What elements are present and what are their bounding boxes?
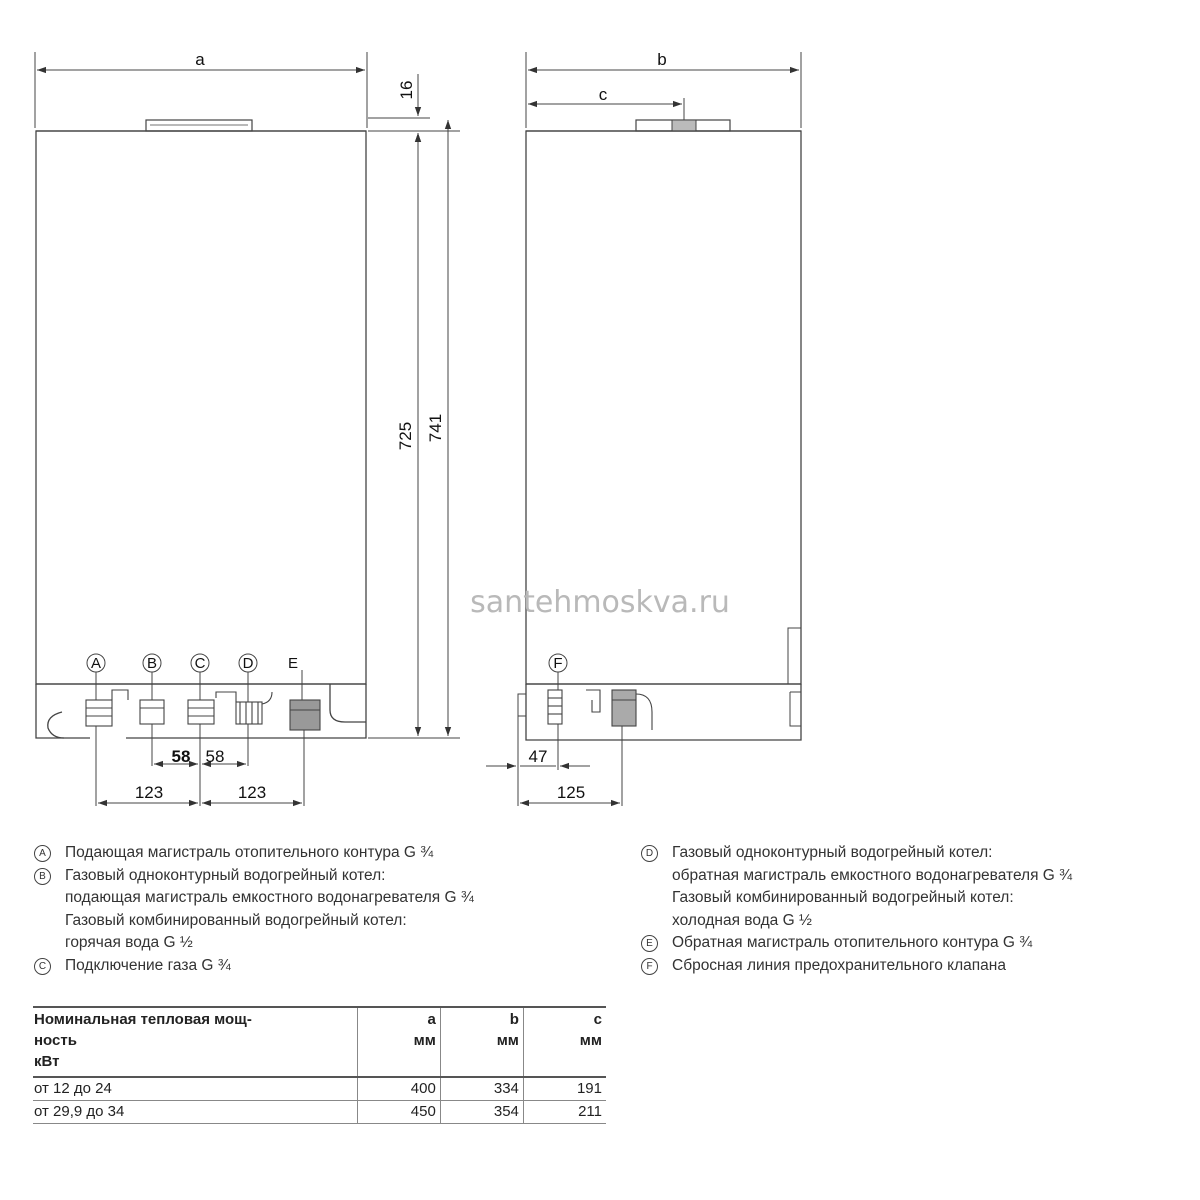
cell-a: 400	[356, 1077, 441, 1101]
header-power-line: ность	[34, 1032, 77, 1049]
legend-text: Подающая магистраль отопительного контур…	[65, 844, 434, 861]
header-power-line: Номинальная тепловая мощ-	[34, 1011, 252, 1028]
legend-text: Газовый комбинированный водогрейный коте…	[672, 889, 1014, 906]
port-label-e: E	[288, 655, 298, 672]
port-label-c: C	[195, 655, 206, 672]
header-a: a мм	[356, 1006, 441, 1078]
cell-power: от 12 до 24	[33, 1077, 358, 1101]
header-b: b мм	[439, 1006, 524, 1078]
header-c: c мм	[522, 1006, 606, 1078]
dim-123-left-label: 123	[135, 783, 163, 802]
legend-item-a: A Подающая магистраль отопительного конт…	[34, 842, 474, 865]
cell-a: 450	[356, 1100, 441, 1124]
legend-text: горячая вода G ½	[65, 934, 193, 951]
header-a-unit: мм	[413, 1032, 436, 1049]
dim-58-right-label: 58	[206, 747, 225, 766]
cell-b: 334	[439, 1077, 524, 1101]
dim-c-label: c	[599, 85, 608, 104]
legend-item-f: F Сбросная линия предохранительного клап…	[641, 955, 1072, 978]
legend-badge-e: E	[641, 935, 658, 952]
legend-badge-c: C	[34, 957, 51, 975]
cell-c: 191	[522, 1077, 606, 1101]
side-connections	[547, 689, 653, 730]
dim-741-label: 741	[426, 414, 445, 442]
header-power-line: кВт	[34, 1053, 60, 1070]
cell-b: 354	[439, 1100, 524, 1124]
table-row: от 29,9 до 34 450 354 211	[33, 1100, 606, 1124]
dim-16-label: 16	[397, 81, 416, 100]
legend-item-e: E Обратная магистраль отопительного конт…	[641, 932, 1072, 955]
legend-badge-d: D	[641, 845, 658, 862]
front-casing	[35, 130, 367, 685]
watermark: santehmoskva.ru	[470, 585, 730, 620]
header-c-unit: мм	[579, 1032, 602, 1049]
legend-text: Газовый комбинированный водогрейный коте…	[65, 911, 407, 929]
legend-left: A Подающая магистраль отопительного конт…	[34, 842, 474, 977]
table-row: от 12 до 24 400 334 191	[33, 1077, 606, 1101]
dim-58-left-label: 58	[172, 747, 191, 766]
header-b-letter: b	[509, 1011, 519, 1028]
port-label-b: B	[147, 655, 157, 672]
front-connections	[85, 689, 321, 731]
dim-125-label: 125	[557, 783, 585, 802]
front-view	[34, 52, 460, 807]
header-a-letter: a	[427, 1011, 436, 1028]
legend-badge-b: B	[34, 867, 51, 885]
dim-47-label: 47	[529, 747, 548, 766]
legend-item-c: C Подключение газа G ¾	[34, 955, 474, 978]
legend-badge-f: F	[641, 957, 658, 975]
cell-power: от 29,9 до 34	[33, 1100, 358, 1124]
legend-text: холодная вода G ½	[672, 911, 812, 929]
dim-123-right-label: 123	[238, 783, 266, 802]
legend-text: обратная магистраль емкостного водонагре…	[672, 866, 1073, 884]
legend-badge-a: A	[34, 845, 51, 862]
table-header-row: Номинальная тепловая мощ- ность кВт a мм…	[33, 1006, 606, 1078]
header-b-unit: мм	[496, 1032, 519, 1049]
port-label-a: A	[91, 655, 101, 672]
port-label-d: D	[243, 655, 254, 672]
cell-c: 211	[522, 1100, 606, 1124]
header-power: Номинальная тепловая мощ- ность кВт	[33, 1006, 358, 1078]
legend-item-d: D Газовый одноконтурный водогрейный коте…	[641, 842, 1072, 932]
dimensions-table: Номинальная тепловая мощ- ность кВт a мм…	[33, 1006, 606, 1124]
boiler-dimension-drawing: A B C D E F a 16 725 741 58 58 123 123 b…	[34, 50, 802, 807]
legend-text: Подключение газа G ¾	[65, 956, 231, 974]
legend-item-b: B Газовый одноконтурный водогрейный коте…	[34, 865, 474, 955]
legend-text: Газовый одноконтурный водогрейный котел:	[672, 844, 993, 861]
dim-b-label: b	[657, 50, 666, 69]
legend-text: Газовый одноконтурный водогрейный котел:	[65, 866, 386, 884]
legend-text: Сбросная линия предохранительного клапан…	[672, 956, 1006, 974]
dim-a-label: a	[195, 50, 205, 69]
legend-right: D Газовый одноконтурный водогрейный коте…	[641, 842, 1072, 977]
side-view	[486, 52, 802, 807]
header-c-letter: c	[593, 1011, 602, 1028]
front-port-badges	[86, 653, 568, 673]
legend-text: Обратная магистраль отопительного контур…	[672, 934, 1033, 951]
dim-725-label: 725	[396, 422, 415, 450]
legend-text: подающая магистраль емкостного водонагре…	[65, 889, 474, 906]
port-label-f: F	[553, 655, 562, 672]
